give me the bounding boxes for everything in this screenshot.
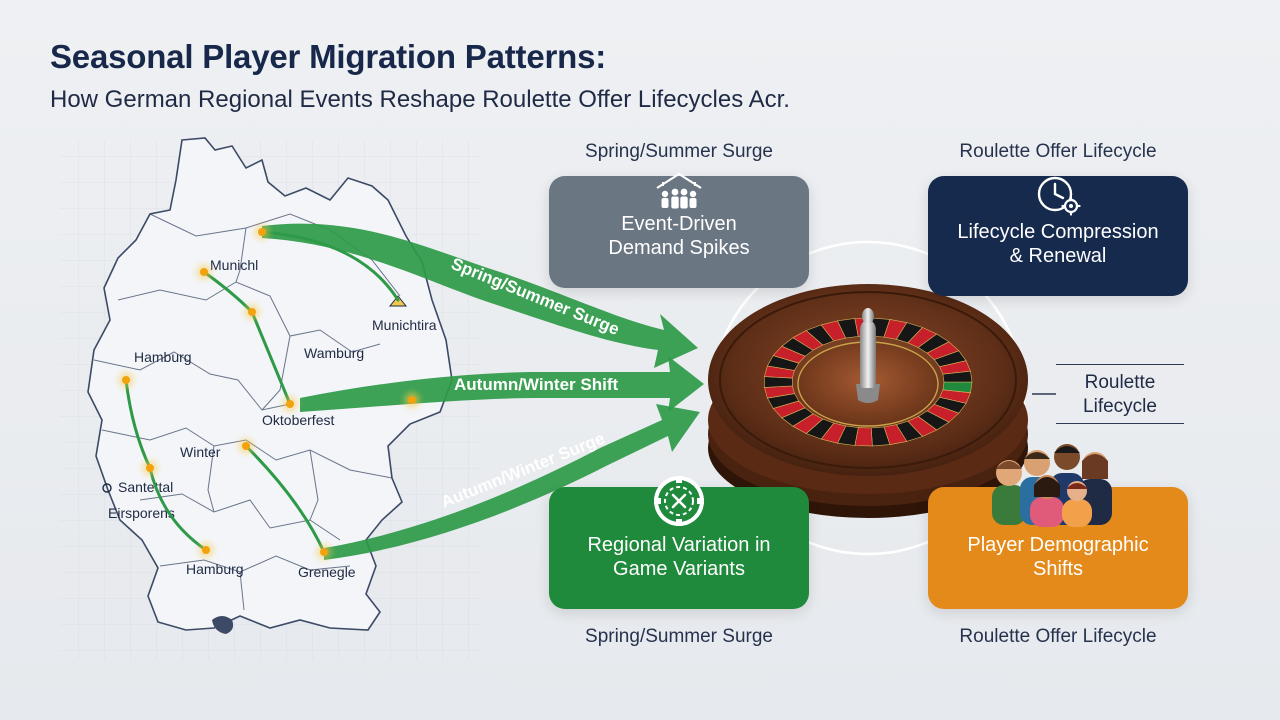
card-regional-line1: Regional Variation in bbox=[587, 534, 771, 556]
clock-gear-icon bbox=[1037, 176, 1081, 216]
map-label-munichl: Munichl bbox=[210, 257, 258, 273]
card-lifecycle-line1: Lifecycle Compression bbox=[957, 221, 1159, 243]
crowd-tent-icon bbox=[656, 172, 702, 209]
card-demographic-line1: Player Demographic bbox=[967, 534, 1149, 556]
card-event-demand-line1: Event-Driven bbox=[621, 213, 737, 235]
roulette-lifecycle-label: Roulette Lifecycle bbox=[1056, 364, 1184, 424]
city-markers bbox=[118, 224, 420, 560]
map-label-grenegle: Grenegle bbox=[298, 564, 356, 580]
flow-arrow-spring-summer bbox=[262, 223, 698, 368]
section-label-bottom-left: Spring/Summer Surge bbox=[585, 626, 773, 647]
people-group-icon bbox=[992, 444, 1112, 527]
card-lifecycle-line2: & Renewal bbox=[1009, 245, 1107, 267]
map-label-wamburg: Wamburg bbox=[304, 345, 364, 361]
casino-chip-icon bbox=[654, 476, 704, 526]
roulette-pocket bbox=[942, 370, 973, 383]
card-event-demand: Event-Driven Demand Spikes bbox=[549, 172, 809, 288]
map-label-santettal: Santettal bbox=[118, 479, 173, 495]
section-label-top-left: Spring/Summer Surge bbox=[585, 141, 773, 162]
card-demographic: Player Demographic Shifts bbox=[928, 444, 1188, 609]
card-event-demand-line2: Demand Spikes bbox=[608, 237, 750, 259]
map-marker-ring bbox=[102, 483, 112, 493]
roulette-lifecycle-line1: Roulette bbox=[1084, 372, 1156, 393]
map-labels: Munichl Munichtira Hamburg Wamburg Oktob… bbox=[108, 257, 437, 580]
map-label-hamburg-north: Hamburg bbox=[134, 349, 192, 365]
page-title: Seasonal Player Migration Patterns: bbox=[50, 38, 607, 75]
card-regional: Regional Variation in Game Variants bbox=[549, 476, 809, 609]
roulette-wheel bbox=[708, 284, 1028, 518]
section-label-bottom-right: Roulette Offer Lifecycle bbox=[959, 626, 1157, 647]
section-label-top-right: Roulette Offer Lifecycle bbox=[959, 141, 1157, 162]
lake-shape bbox=[212, 616, 234, 634]
page-subtitle: How German Regional Events Reshape Roule… bbox=[50, 86, 790, 113]
card-regional-line2: Game Variants bbox=[613, 558, 745, 580]
flow-arrow-autumn-winter-shift bbox=[300, 356, 704, 412]
map-label-eirsporens: Eirsporens bbox=[108, 505, 175, 521]
card-demographic-line2: Shifts bbox=[1032, 558, 1084, 580]
map-label-oktoberfest: Oktoberfest bbox=[262, 412, 334, 428]
map-label-winter: Winter bbox=[180, 444, 221, 460]
flow-label-autumn-winter-shift: Autumn/Winter Shift bbox=[454, 375, 618, 394]
map-label-hamburg-south: Hamburg bbox=[186, 561, 244, 577]
flow-arrow-autumn-winter-surge bbox=[324, 404, 700, 560]
card-lifecycle: Lifecycle Compression & Renewal bbox=[928, 176, 1188, 296]
roulette-lifecycle-line2: Lifecycle bbox=[1083, 396, 1157, 417]
roulette-pocket bbox=[764, 376, 793, 388]
state-borders bbox=[93, 213, 401, 611]
map-label-munichtira: Munichtira bbox=[372, 317, 437, 333]
